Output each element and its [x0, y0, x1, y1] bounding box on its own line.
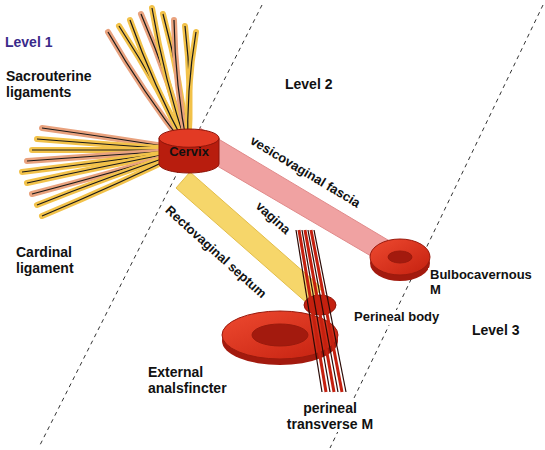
vesicovaginal-band — [190, 128, 398, 266]
transverse-fibre — [308, 230, 338, 392]
transverse-muscle — [296, 230, 346, 392]
organ-label: Cervix — [169, 144, 209, 159]
part-label: Cardinal ligament — [14, 244, 108, 276]
part-label: Level 1 — [3, 34, 77, 50]
transverse-fibre — [314, 230, 346, 392]
part-label: Level 2 — [283, 76, 357, 92]
part-label: Sacrouterine ligaments — [4, 68, 116, 100]
bulbocavernous-ring — [370, 239, 430, 275]
cervix-cylinder: Cervix — [158, 128, 220, 174]
part-label: Level 3 — [470, 322, 544, 338]
part-label: Bulbocavernous M — [428, 268, 545, 298]
transverse-fibre — [311, 230, 342, 392]
part-label: External analsfincter — [146, 364, 255, 396]
part-label: perineal transverse M — [272, 400, 388, 432]
part-label: Perineal body — [352, 310, 476, 325]
